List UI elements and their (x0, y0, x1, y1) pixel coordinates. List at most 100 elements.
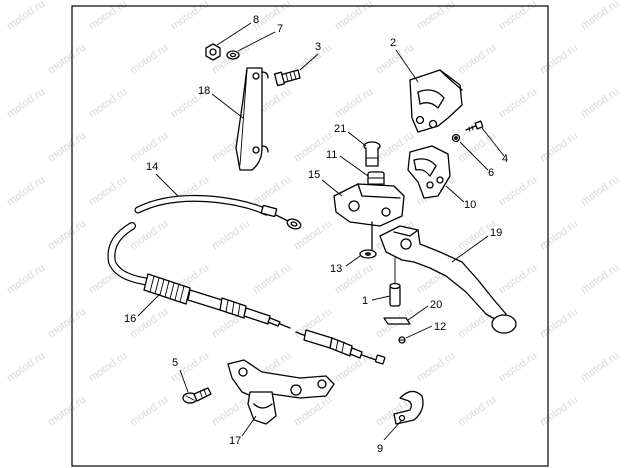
callout-10: 10 (464, 199, 476, 211)
callout-8: 8 (253, 14, 259, 26)
watermark-text: motod.ru (87, 350, 129, 385)
part-19-lever (379, 225, 517, 334)
watermark-text: motod.ru (251, 174, 293, 209)
watermark-text: motod.ru (456, 394, 498, 429)
part-15-lever-housing (333, 183, 405, 253)
watermark-text: motod.ru (5, 86, 47, 121)
watermark-text: motod.ru (46, 42, 88, 77)
callout-3: 3 (315, 41, 321, 53)
leader-line-20 (407, 305, 429, 321)
watermark-text: motod.ru (333, 86, 375, 121)
watermark-text: motod.ru (169, 0, 211, 32)
part-8-nut (205, 43, 221, 61)
watermark-text: motod.ru (579, 174, 621, 209)
leader-line-17 (241, 415, 257, 437)
leader-lines (137, 22, 505, 441)
watermark-text: motod.ru (415, 350, 457, 385)
leader-line-15 (321, 179, 343, 197)
callout-18: 18 (198, 85, 210, 97)
watermark-text: motod.ru (46, 218, 88, 253)
cable-end-adjuster (295, 329, 386, 365)
watermark-text: motod.ru (579, 86, 621, 121)
leader-line-2 (395, 49, 419, 83)
watermark-text: motod.ru (128, 130, 170, 165)
part-3-bolt (273, 69, 301, 87)
part-5-screw (182, 387, 212, 404)
watermark-text: motod.ru (538, 42, 580, 77)
watermark-text: motod.ru (87, 86, 129, 121)
leader-line-11 (339, 155, 369, 177)
callout-14: 14 (146, 161, 158, 173)
part-2-clamp-upper (409, 69, 463, 133)
part-4-screw (465, 120, 484, 132)
watermark-text: motod.ru (415, 0, 457, 32)
leader-line-4 (481, 127, 505, 157)
part-20-clip (383, 317, 411, 325)
callout-21: 21 (334, 123, 346, 135)
leader-line-16 (137, 293, 161, 317)
part-7-washer (226, 50, 240, 60)
callout-17: 17 (229, 435, 241, 447)
leader-line-9 (383, 419, 403, 441)
callout-15: 15 (308, 169, 320, 181)
watermark-text: motod.ru (456, 42, 498, 77)
diagram-frame (71, 5, 549, 467)
watermark-text: motod.ru (538, 218, 580, 253)
watermark-text: motod.ru (46, 130, 88, 165)
part-18-bracket (235, 67, 269, 171)
watermark-text: motod.ru (87, 174, 129, 209)
part-14-cable-upper (134, 194, 302, 230)
watermark-text: motod.ru (497, 350, 539, 385)
leader-line-19 (451, 235, 489, 263)
callout-6: 6 (488, 167, 494, 179)
leader-line-6 (459, 141, 489, 171)
leader-line-12 (405, 325, 433, 339)
watermark-text: motod.ru (87, 262, 129, 297)
watermark-text: motod.ru (333, 0, 375, 32)
part-13-washer (359, 249, 377, 259)
watermark-text: motod.ru (251, 262, 293, 297)
watermark-text: motod.ru (46, 306, 88, 341)
leader-line-3 (299, 53, 319, 71)
watermark-text: motod.ru (5, 350, 47, 385)
leader-line-13 (345, 255, 361, 267)
leader-line-21 (347, 131, 367, 147)
watermark-text: motod.ru (46, 394, 88, 429)
part-1-pin (389, 257, 401, 307)
watermark-text: motod.ru (292, 394, 334, 429)
watermark-text: motod.ru (538, 394, 580, 429)
watermark-text: motod.ru (128, 394, 170, 429)
callout-16: 16 (124, 313, 136, 325)
watermark-text: motod.ru (497, 86, 539, 121)
part-12-screw (398, 336, 406, 344)
part-9-cable-clamp (393, 390, 424, 425)
callout-7: 7 (277, 23, 283, 35)
watermark-text: motod.ru (87, 0, 129, 32)
callout-9: 9 (377, 443, 383, 455)
watermark-text: motod.ru (579, 262, 621, 297)
watermark-text: motod.ru (497, 174, 539, 209)
callout-19: 19 (490, 227, 502, 239)
leader-line-7 (237, 31, 276, 52)
watermark-text: motod.ru (497, 0, 539, 32)
part-10-clamp-lower (407, 145, 451, 199)
watermark-text: motod.ru (5, 174, 47, 209)
watermark-text: motod.ru (538, 306, 580, 341)
watermark-text: motod.ru (579, 350, 621, 385)
callout-13: 13 (330, 263, 342, 275)
leader-line-5 (179, 369, 189, 393)
part-6-washer (451, 133, 461, 143)
callout-4: 4 (502, 153, 508, 165)
part-17-mounting-plate (227, 359, 335, 425)
leader-line-10 (445, 185, 465, 203)
callout-5: 5 (172, 357, 178, 369)
leader-line-18 (211, 93, 244, 119)
watermark-text: motod.ru (128, 42, 170, 77)
watermark-text: motod.ru (579, 0, 621, 32)
watermark-text: motod.ru (210, 394, 252, 429)
watermark-layer: motod.ru motod.ru motod.ru motod.ru motod.ru… (5, 0, 621, 428)
watermark-text: motod.ru (5, 262, 47, 297)
watermark-text: motod.ru (497, 262, 539, 297)
